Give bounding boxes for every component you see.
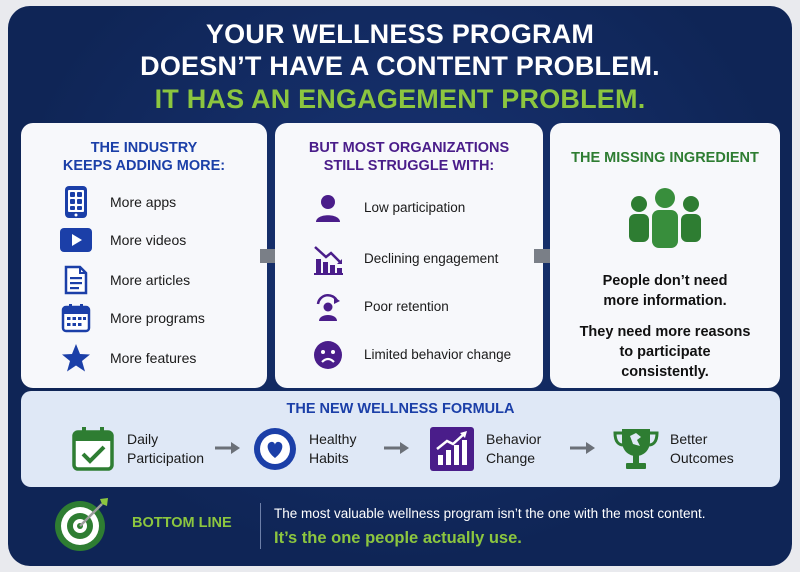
missing-text-2-line-2: to participate <box>619 344 711 360</box>
industry-title: THE INDUSTRY KEEPS ADDING MORE: <box>21 139 267 175</box>
list-item: Low participation <box>275 191 543 225</box>
heart-circle-icon <box>251 425 299 473</box>
headline-line-1: YOUR WELLNESS PROGRAM <box>205 19 595 49</box>
trophy-icon <box>612 425 660 473</box>
formula-panel: THE NEW WELLNESS FORMULA Daily Participa… <box>21 391 780 487</box>
missing-title: THE MISSING INGREDIENT <box>571 150 759 166</box>
list-item: More apps <box>21 185 267 219</box>
growth-chart-icon <box>428 425 476 473</box>
struggles-title-line-2: STILL STRUGGLE WITH: <box>323 158 495 174</box>
missing-text-2: They need more reasons to participate co… <box>550 322 780 382</box>
list-item: More programs <box>21 301 267 335</box>
formula-step-line-1: Healthy <box>309 431 357 447</box>
people-group-icon <box>625 187 705 251</box>
list-item-label: Low participation <box>364 200 466 215</box>
formula-step-line-1: Daily <box>127 431 159 447</box>
list-item: Declining engagement <box>275 242 543 276</box>
formula-step-line-2: Participation <box>127 450 205 466</box>
list-item-label: More videos <box>110 232 187 248</box>
list-item-label: Declining engagement <box>364 251 499 266</box>
formula-title: THE NEW WELLNESS FORMULA <box>286 401 515 417</box>
list-item-label: More apps <box>110 194 177 210</box>
retention-icon <box>311 290 345 324</box>
target-icon <box>52 494 112 554</box>
arrow-right-icon <box>384 441 410 455</box>
industry-title-line-2: KEEPS ADDING MORE: <box>62 158 226 174</box>
formula-step-line-1: Better <box>670 431 708 447</box>
divider <box>260 503 261 549</box>
bottom-line-tagline: It’s the one people actually use. <box>274 529 522 547</box>
video-play-icon <box>59 223 93 257</box>
person-icon <box>311 191 345 225</box>
phone-apps-icon <box>59 185 93 219</box>
list-item: More videos <box>21 223 267 257</box>
sad-face-icon <box>311 338 345 372</box>
missing-text-2-line-1: They need more reasons <box>579 324 751 340</box>
missing-ingredient-card: THE MISSING INGREDIENT People don’t need… <box>550 123 780 388</box>
arrow-right-icon <box>570 441 596 455</box>
headline-line-2: DOESN’T HAVE A CONTENT PROBLEM. <box>140 51 660 81</box>
bottom-line-label: BOTTOM LINE <box>132 515 232 531</box>
calendar-check-icon <box>69 425 117 473</box>
formula-step-label: Better Outcomes <box>670 430 734 468</box>
missing-text-1-line-1: People don’t need <box>602 273 728 289</box>
article-icon <box>59 263 93 297</box>
industry-card: THE INDUSTRY KEEPS ADDING MORE: More app… <box>21 123 267 388</box>
formula-step: Healthy Habits <box>251 425 391 473</box>
list-item-label: More articles <box>110 272 191 288</box>
list-item-label: More programs <box>110 310 205 326</box>
formula-step-line-2: Change <box>486 450 536 466</box>
formula-step-line-2: Outcomes <box>670 450 734 466</box>
struggles-title-line-1: BUT MOST ORGANIZATIONS <box>308 140 510 156</box>
missing-text-2-line-3: consistently. <box>621 364 709 380</box>
arrow-right-icon <box>215 441 241 455</box>
formula-step-label: Daily Participation <box>127 430 204 468</box>
calendar-icon <box>59 301 93 335</box>
struggles-title: BUT MOST ORGANIZATIONS STILL STRUGGLE WI… <box>275 139 543 175</box>
formula-step: Daily Participation <box>69 425 219 473</box>
list-item-label: Limited behavior change <box>364 347 512 362</box>
bottom-line: BOTTOM LINE The most valuable wellness p… <box>8 491 792 566</box>
industry-title-line-1: THE INDUSTRY <box>90 140 198 156</box>
infographic-frame: YOUR WELLNESS PROGRAM DOESN’T HAVE A CON… <box>8 6 792 566</box>
formula-step-label: Healthy Habits <box>309 430 356 468</box>
headline: YOUR WELLNESS PROGRAM DOESN’T HAVE A CON… <box>8 18 792 116</box>
formula-step-label: Behavior Change <box>486 430 541 468</box>
list-item: Poor retention <box>275 290 543 324</box>
formula-step-line-1: Behavior <box>486 431 542 447</box>
missing-text-1: People don’t need more information. <box>550 271 780 311</box>
star-icon <box>59 341 93 375</box>
list-item: More articles <box>21 263 267 297</box>
list-item: Limited behavior change <box>275 338 543 372</box>
missing-text-1-line-2: more information. <box>603 293 727 309</box>
headline-line-3: IT HAS AN ENGAGEMENT PROBLEM. <box>154 84 646 114</box>
formula-step-line-2: Habits <box>309 450 349 466</box>
list-item-label: More features <box>110 350 197 366</box>
formula-step: Behavior Change <box>428 425 573 473</box>
formula-step: Better Outcomes <box>612 425 762 473</box>
declining-chart-icon <box>311 242 345 276</box>
struggles-card: BUT MOST ORGANIZATIONS STILL STRUGGLE WI… <box>275 123 543 388</box>
bottom-line-text: The most valuable wellness program isn’t… <box>274 506 706 521</box>
list-item: More features <box>21 341 267 375</box>
list-item-label: Poor retention <box>364 299 449 314</box>
